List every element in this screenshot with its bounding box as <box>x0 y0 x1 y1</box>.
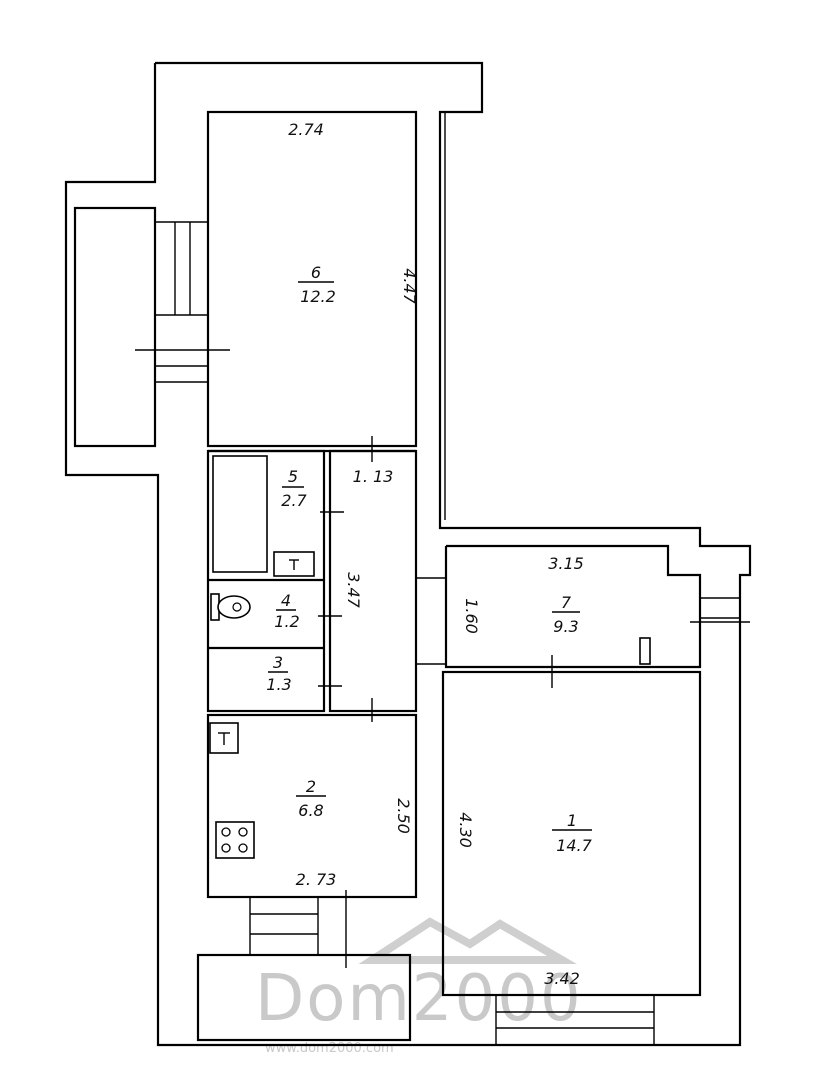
room-5-area: 2.7 <box>281 491 307 510</box>
room-2-area: 6.8 <box>298 801 323 820</box>
kitchen-length: 2.50 <box>394 798 413 834</box>
watermark-url: www.dom2000.com <box>265 1041 394 1056</box>
room-3-number: 3 <box>273 653 283 672</box>
sink-icon <box>273 551 315 577</box>
room-6-length: 4.47 <box>400 268 419 304</box>
room-4-area: 1.2 <box>274 612 299 631</box>
corridor-length: 3.47 <box>344 572 363 608</box>
room-7-length: 1.60 <box>462 598 481 634</box>
radiator-icon <box>639 637 651 665</box>
room-6-width: 2.74 <box>288 120 324 139</box>
watermark: Dom2000 www.dom2000.com <box>255 917 583 1056</box>
room-2-number: 2 <box>306 777 316 796</box>
stove-icon <box>215 821 255 859</box>
room-7-number: 7 <box>561 593 572 612</box>
room-3-area: 1.3 <box>266 675 291 694</box>
room-6: 2.74 4.47 6 12.2 <box>206 110 419 448</box>
outer-walls <box>64 61 752 1047</box>
bathtub-icon <box>212 455 268 573</box>
kitchen-width: 2. 73 <box>296 870 337 889</box>
corridor-width: 1. 13 <box>353 467 394 486</box>
room-6-area: 12.2 <box>300 287 336 306</box>
corridor: 1. 13 3.47 <box>328 449 418 722</box>
room-4-number: 4 <box>281 591 291 610</box>
room-5-number: 5 <box>288 467 298 486</box>
toilet-icon <box>217 595 251 619</box>
room-7: 3.15 1.60 7 9.3 <box>444 544 750 669</box>
room-1-length: 4.30 <box>456 812 475 848</box>
left-balcony <box>73 206 230 448</box>
room-1: 4.30 1 14.7 3.42 <box>441 655 702 1045</box>
watermark-brand: Dom2000 <box>255 962 583 1036</box>
room-1-area: 14.7 <box>556 836 592 855</box>
room-7-width: 3.15 <box>548 554 584 573</box>
room-6-number: 6 <box>311 263 321 282</box>
room-7-area: 9.3 <box>553 617 578 636</box>
room-2-kitchen: 2 6.8 2.50 2. 73 <box>206 713 418 899</box>
room-1-width: 3.42 <box>544 969 580 988</box>
room-1-number: 1 <box>567 811 577 830</box>
watermark-roof-icon <box>358 917 577 964</box>
bathroom-block: 5 2.7 4 1.2 3 1.3 <box>206 449 344 713</box>
bottom-balcony <box>196 890 412 1042</box>
